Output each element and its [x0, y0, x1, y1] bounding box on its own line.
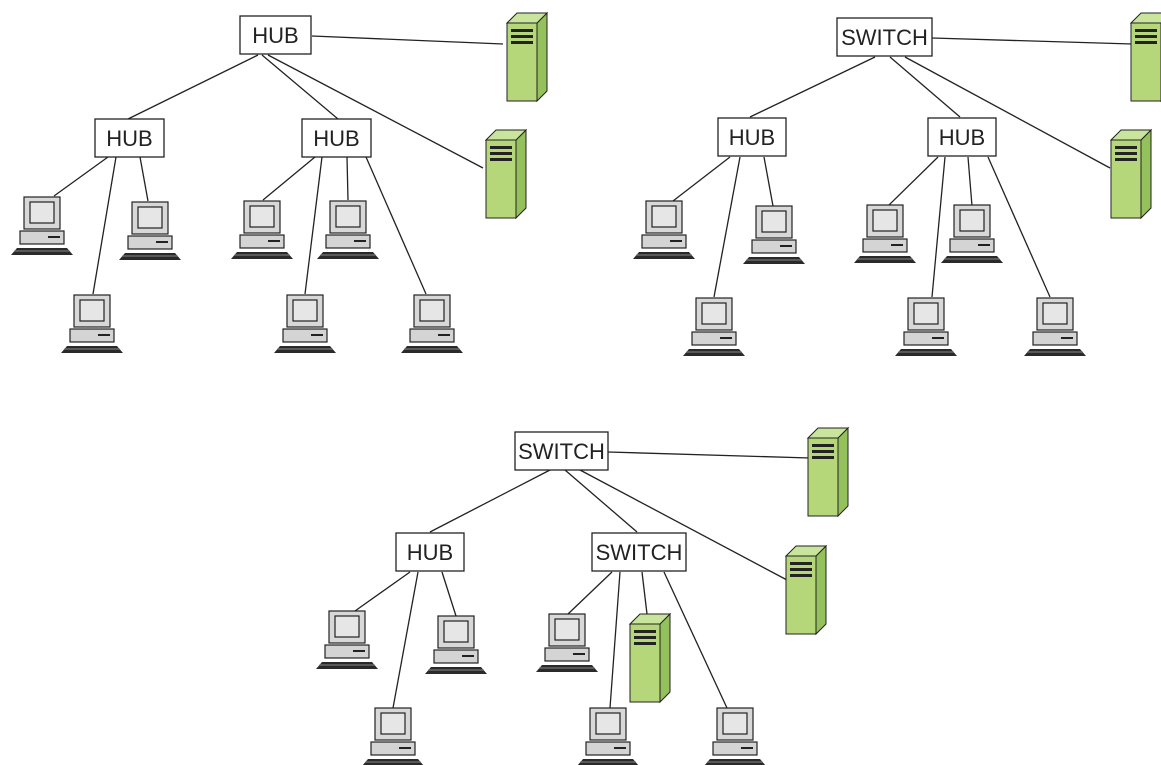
computer-icon: [535, 613, 599, 673]
connections: [672, 37, 1133, 298]
computer-icon: [10, 196, 74, 256]
computer-icon: [742, 205, 806, 265]
server-icon: [1110, 129, 1152, 219]
hub-left-box: HUB: [717, 117, 787, 157]
computer-icon: [118, 201, 182, 261]
hub-right-box: HUB: [301, 118, 372, 158]
hub-right-label: HUB: [939, 125, 985, 150]
computer-icon: [703, 707, 767, 765]
hub-right-box: HUB: [927, 117, 997, 157]
connections: [354, 451, 811, 709]
computer-icon: [273, 294, 337, 354]
switch-root-label: SWITCH: [518, 439, 605, 464]
switch-root-box: SWITCH: [836, 17, 933, 57]
switch-root-box: SWITCH: [514, 431, 609, 471]
computer-icon: [576, 707, 640, 765]
diagram-2: SWITCH HUB HUB: [632, 12, 1161, 357]
computer-icon: [940, 204, 1004, 264]
hub-left-box: HUB: [94, 118, 165, 158]
diagram-1: HUB HUB HUB: [10, 12, 548, 354]
computer-icon: [682, 297, 746, 357]
server-icon: [1130, 12, 1161, 102]
computer-icon: [894, 297, 958, 357]
connections: [53, 35, 504, 295]
computer-icon: [316, 200, 380, 260]
computer-icon: [1023, 297, 1087, 357]
computer-icon: [853, 204, 917, 264]
server-icon: [485, 129, 527, 219]
switch-child-box: SWITCH: [591, 532, 687, 572]
switch-child-label: SWITCH: [596, 540, 683, 565]
hub-root-box: HUB: [239, 15, 312, 55]
computer-icon: [315, 610, 379, 670]
hub-root-label: HUB: [252, 23, 298, 48]
hub-left-label: HUB: [106, 126, 152, 151]
computer-icon: [60, 294, 124, 354]
hub-left-label: HUB: [407, 540, 453, 565]
switch-root-label: SWITCH: [841, 25, 928, 50]
hub-right-label: HUB: [313, 126, 359, 151]
server-icon: [785, 545, 827, 635]
computer-icon: [361, 707, 425, 765]
server-icon: [629, 613, 671, 703]
computer-icon: [424, 615, 488, 675]
computer-icon: [400, 294, 464, 354]
hub-left-label: HUB: [729, 125, 775, 150]
server-icon: [506, 12, 548, 102]
server-icon: [807, 427, 849, 517]
diagram-3: SWITCH HUB SWITCH: [315, 427, 849, 765]
computer-icon: [230, 200, 294, 260]
hub-left-box: HUB: [395, 532, 465, 572]
computer-icon: [632, 200, 696, 260]
